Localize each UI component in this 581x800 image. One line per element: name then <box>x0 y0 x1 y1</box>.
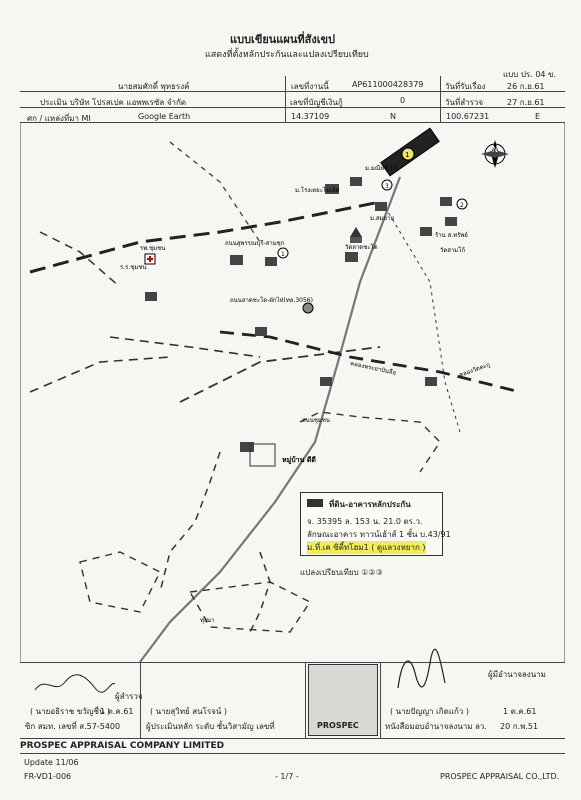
company-name: PROSPEC APPRAISAL COMPANY LIMITED <box>20 741 225 751</box>
village-block <box>249 443 276 467</box>
right-name: ( นายปัญญา เกิดแก้ว ) <box>390 707 469 716</box>
form-id: FR-VD1-006 <box>24 772 72 781</box>
latitude: 14.37109 <box>291 112 330 121</box>
left-date: 1 ต.ค.61 <box>100 707 134 716</box>
page-title: แบบเขียนแผนที่สังเขป <box>230 33 335 46</box>
received-label: วันที่รับเรื่อง <box>445 82 486 91</box>
latitude-dir: N <box>390 112 396 121</box>
update-note: Update 11/06 <box>24 758 79 767</box>
right-date: 1 ต.ค.61 <box>503 707 537 716</box>
label-road2: ถนนสุพรรณบุรี-สามชุก <box>225 239 285 247</box>
label-house-b: ม.สมบาย <box>370 215 394 222</box>
label-hospital: รพ.ชุมชน <box>140 245 165 252</box>
left-role: ผู้สำรวจ <box>115 692 143 701</box>
job-no: AP611000428379 <box>352 80 424 89</box>
label-temple-top: ม.มณีหลี 10 <box>365 164 398 172</box>
job-no-label: เลขที่งานนี้ <box>291 82 329 91</box>
subject-marker-label: 1 <box>405 151 409 159</box>
page-subtitle: แสดงที่ตั้งหลักประกันและแปลงเปรียบเทียบ <box>205 50 369 60</box>
hospital-icon <box>144 253 156 265</box>
valuer-name: ประเมิน บริษัท โปรสเปค แอพพเรซัล จำกัด <box>40 98 187 107</box>
label-road1: ถนนลาดชะโด-ผักไห่(ทล.3056) <box>230 296 313 304</box>
mid-name: ( นายสุวิทย์ สนโรจน์ ) <box>150 707 227 716</box>
label-shop: ร้าน ส.ทรัพย์ <box>435 231 468 239</box>
legend-line2: ลักษณะอาคาร ทาวน์เฮ้าส์ 1 ชั้น บ.43/91 <box>307 530 451 539</box>
label-village: หมู่บ้าน ดีดี <box>282 455 316 465</box>
signature-right <box>397 648 446 689</box>
road-sign-icon <box>302 302 314 314</box>
comparison-marker-2: 2 <box>460 202 464 209</box>
map-source: Google Earth <box>138 112 191 121</box>
label-temple: วัดลาดชะโด <box>345 243 378 251</box>
company-stamp: PROSPEC <box>308 664 378 736</box>
map-source-label: ศก / แหล่งที่มา MI <box>27 114 91 123</box>
legend-line1: จ. 35395 ล. 153 น. 21.0 ตร.ว. <box>307 517 423 526</box>
account-label: เลขที่บัญชีเงินกู้ <box>290 98 343 107</box>
north-label: N <box>492 145 498 154</box>
temple-icon <box>350 227 362 243</box>
owner-name: นายสมศักดิ์ พุทธรงค์ <box>118 82 190 91</box>
comparison-legend: แปลงเปรียบเทียบ ①②③ <box>300 568 383 577</box>
left-name: ( นายอธิราช ขวัญชื่น ) <box>30 707 111 716</box>
comparison-marker-1: 1 <box>281 251 285 258</box>
received-date: 26 ก.ย.61 <box>507 82 545 91</box>
label-market: วัดสามโก้ <box>440 246 465 254</box>
company-name-right: PROSPEC APPRAISAL CO.,LTD. <box>440 772 560 781</box>
legend-line3: ม.ที่.เค ซิตี้ทโฮม1 ( ดูแลวงหยาก ) <box>307 541 426 554</box>
label-road-nameplate: ถนนชุมชน <box>302 417 330 424</box>
longitude-dir: E <box>535 112 541 121</box>
legend-title: ที่ดิน-อาคารหลักประกัน <box>329 500 411 509</box>
longitude: 100.67231 <box>446 112 490 121</box>
account-no: 0 <box>400 96 406 105</box>
location-map: 1 N 3 2 1 <box>20 122 565 662</box>
signature-left <box>34 674 116 693</box>
form-code: แบบ ปร. 04 ข. <box>503 70 557 79</box>
legend-swatch <box>307 499 323 507</box>
right-license-date: 20 ก.พ.51 <box>500 722 539 731</box>
label-school: ร.ร.ชุมชน <box>120 264 146 271</box>
building-icons <box>145 177 457 452</box>
comparison-marker-3: 3 <box>385 183 389 190</box>
legend-box: ที่ดิน-อาคารหลักประกัน จ. 35395 ล. 153 น… <box>300 492 451 556</box>
survey-date: 27 ก.ย.61 <box>507 98 545 107</box>
north-arrow-icon: N <box>481 140 509 168</box>
label-field: ทุ่งนา <box>200 617 214 624</box>
left-license: ซิก สมท. เลขที่ ส.57-5400 <box>25 722 121 731</box>
right-role: ผู้มีอำนาจลงนาม <box>488 670 546 679</box>
label-canal: คลองวัดตะกู <box>458 361 491 379</box>
page-number: - 1/7 - <box>275 772 299 781</box>
survey-label: วันที่สำรวจ <box>445 98 484 107</box>
right-license: หนังสือมอบอำนาจลงนาม ลว. <box>385 722 487 731</box>
mid-role: ผู้ประเมินหลัก ระดับ ชั้นวิสามัญ เลขที่ <box>146 722 275 731</box>
label-house-a: ม.โรงเตยะไมเลิศ <box>295 186 340 194</box>
